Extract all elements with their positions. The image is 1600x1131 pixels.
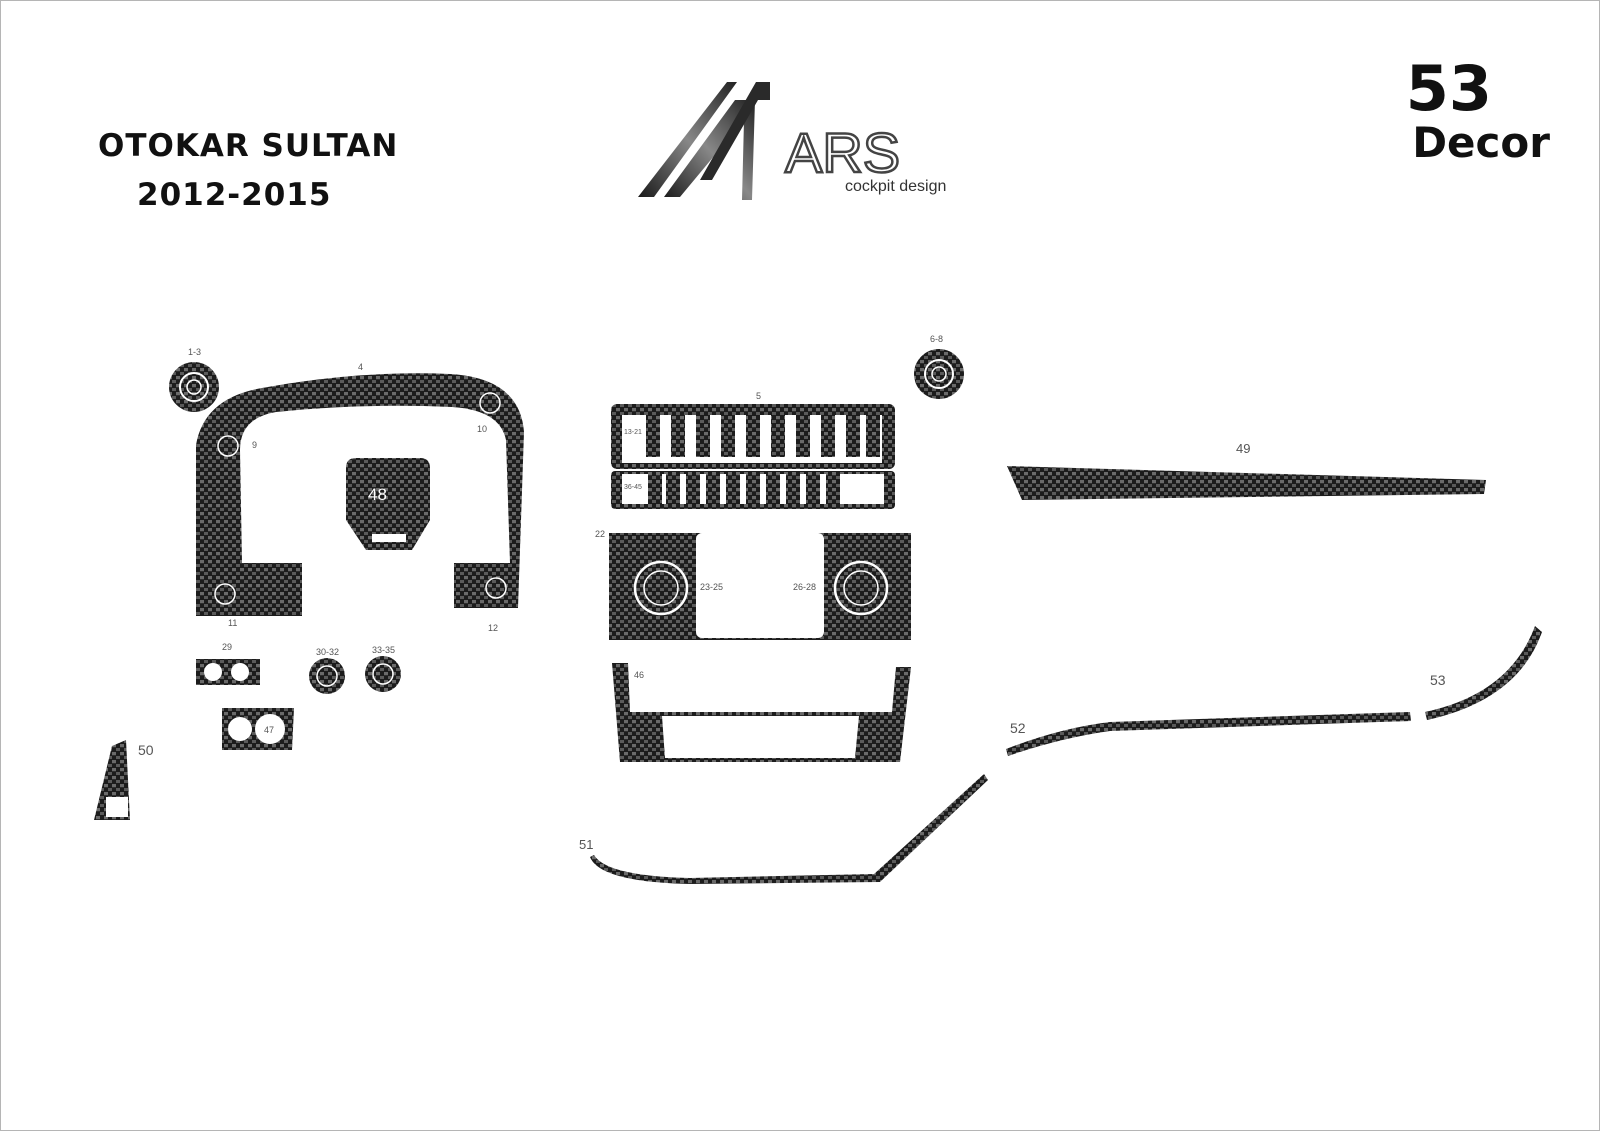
- label-10: 10: [477, 424, 487, 434]
- label-49: 49: [1236, 441, 1250, 456]
- label-11: 11: [228, 618, 237, 628]
- part-48: [346, 458, 430, 550]
- part-4-cluster-surround: [196, 373, 524, 616]
- switch-row-36-45: [648, 474, 840, 504]
- logo-brand-text: ARS: [785, 121, 900, 184]
- logo-tagline: cockpit design: [845, 178, 946, 195]
- mars-logo: ARS cockpit design: [638, 82, 946, 200]
- part-51: [590, 774, 988, 884]
- label-33-35: 33-35: [372, 645, 395, 655]
- label-5: 5: [756, 391, 761, 401]
- part-29: [196, 659, 260, 685]
- part-30-32: [309, 658, 345, 694]
- label-23-25: 23-25: [700, 582, 723, 592]
- car-years: 2012-2015: [137, 177, 332, 213]
- part-1-3: [169, 362, 219, 412]
- label-48: 48: [368, 485, 387, 504]
- piece-count-label: Decor: [1412, 118, 1550, 167]
- label-9: 9: [252, 440, 257, 450]
- label-46: 46: [634, 670, 644, 680]
- label-47: 47: [264, 725, 274, 735]
- part-33-35: [365, 656, 401, 692]
- part-50: [94, 740, 130, 820]
- part-46-lower-console: [612, 663, 911, 762]
- label-52: 52: [1010, 720, 1026, 736]
- label-22: 22: [595, 529, 605, 539]
- label-6-8: 6-8: [930, 334, 943, 344]
- part-49: [1007, 466, 1486, 500]
- car-model-title: OTOKAR SULTAN: [98, 128, 399, 164]
- part-53: [1425, 626, 1542, 720]
- part-47: [222, 708, 294, 750]
- label-12: 12: [488, 623, 498, 633]
- label-29: 29: [222, 642, 232, 652]
- logo-stroke-3: [700, 82, 770, 180]
- label-26-28: 26-28: [793, 582, 816, 592]
- label-51: 51: [579, 837, 593, 852]
- part-52: [1006, 712, 1411, 756]
- label-13-21: 13-21: [624, 429, 642, 436]
- logo-stroke-1: [638, 82, 737, 197]
- piece-count: 53: [1405, 52, 1492, 125]
- part-22-climate-panel: [609, 533, 911, 640]
- label-4: 4: [358, 362, 363, 372]
- label-53: 53: [1430, 672, 1446, 688]
- label-1-3: 1-3: [188, 347, 201, 357]
- part-6-8: [914, 349, 964, 399]
- label-50: 50: [138, 742, 154, 758]
- label-30-32: 30-32: [316, 647, 339, 657]
- label-36-45: 36-45: [624, 484, 642, 491]
- switch-row-13-21: [646, 415, 880, 457]
